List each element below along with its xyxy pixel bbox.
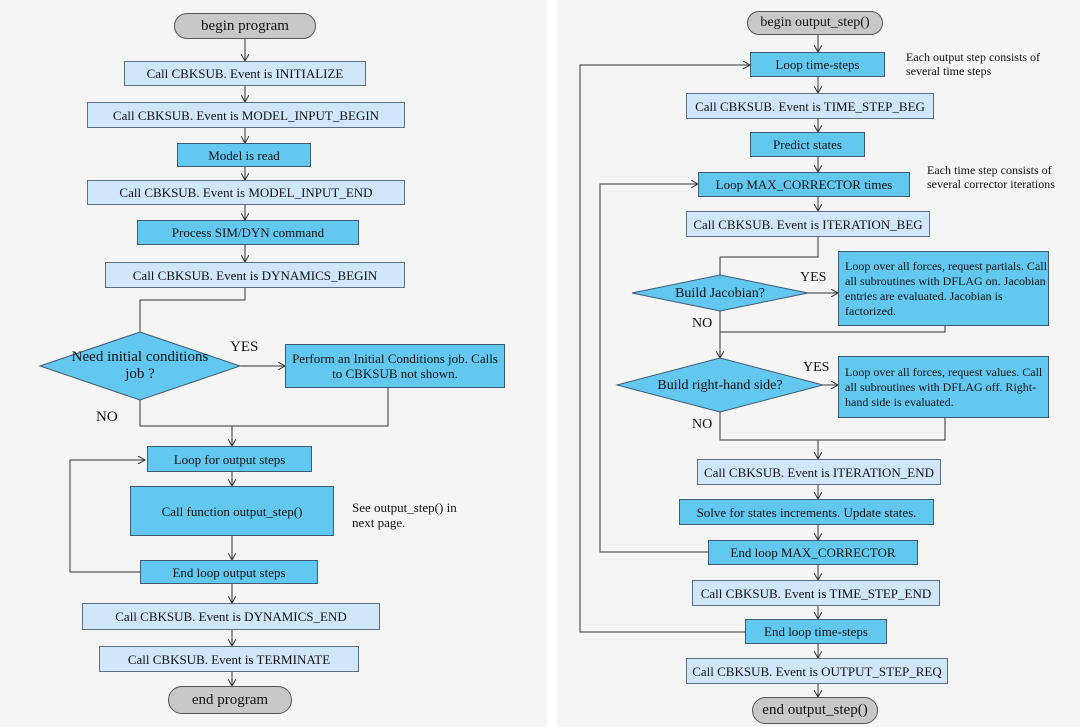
- solve-states-box: Solve for states increments. Update stat…: [679, 499, 934, 525]
- dynamics-end-box: Call CBKSUB. Event is DYNAMICS_END: [82, 603, 380, 630]
- begin-program-terminal: begin program: [174, 13, 316, 39]
- call-output-step-box: Call function output_step(): [130, 486, 334, 536]
- see-output-step-note: See output_step() in next page.: [352, 500, 457, 530]
- end-loop-max-corrector-box: End loop MAX_CORRECTOR: [708, 540, 918, 565]
- end-loop-time-steps-box: End loop time-steps: [745, 619, 887, 644]
- loop-max-corrector-box: Loop MAX_CORRECTOR times: [698, 172, 910, 197]
- decision-initial-conditions: [38, 331, 242, 401]
- iteration-end-box: Call CBKSUB. Event is ITERATION_END: [697, 459, 941, 485]
- output-step-note: Each output step consists of several tim…: [906, 50, 1040, 78]
- yes-label-left: YES: [230, 339, 259, 355]
- time-step-end-box: Call CBKSUB. Event is TIME_STEP_END: [692, 580, 940, 606]
- yes-label-jacobian: YES: [800, 270, 827, 285]
- end-loop-output-steps-box: End loop output steps: [140, 560, 318, 584]
- loop-time-steps-box: Loop time-steps: [750, 52, 885, 77]
- end-program-terminal: end program: [168, 686, 292, 714]
- decision-build-jacobian-label: Build Jacobian?: [675, 285, 765, 301]
- model-is-read-box: Model is read: [177, 143, 311, 167]
- model-input-end-box: Call CBKSUB. Event is MODEL_INPUT_END: [87, 180, 405, 205]
- output-step-req-box: Call CBKSUB. Event is OUTPUT_STEP_REQ: [686, 658, 948, 684]
- no-label-jacobian: NO: [692, 316, 713, 331]
- initialize-box: Call CBKSUB. Event is INITIALIZE: [124, 61, 366, 86]
- iteration-beg-box: Call CBKSUB. Event is ITERATION_BEG: [686, 211, 930, 237]
- yes-label-rhs: YES: [803, 360, 830, 375]
- initial-conditions-job-box: Perform an Initial Conditions job. Calls…: [285, 344, 505, 388]
- time-step-note: Each time step consists of several corre…: [927, 163, 1055, 191]
- time-step-beg-box: Call CBKSUB. Event is TIME_STEP_BEG: [686, 93, 934, 119]
- decision-build-rhs: [615, 357, 825, 413]
- no-label-rhs: NO: [692, 417, 713, 432]
- begin-output-step-terminal: begin output_step(): [747, 11, 883, 35]
- no-label-left: NO: [96, 409, 118, 425]
- model-input-begin-box: Call CBKSUB. Event is MODEL_INPUT_BEGIN: [87, 102, 405, 128]
- loop-output-steps-box: Loop for output steps: [147, 446, 312, 472]
- decision-initial-conditions-label: Need initial conditions job ?: [71, 349, 209, 382]
- end-output-step-terminal: end output_step(): [752, 697, 878, 724]
- predict-states-box: Predict states: [750, 132, 865, 157]
- terminate-box: Call CBKSUB. Event is TERMINATE: [99, 646, 359, 672]
- rhs-action-box: Loop over all forces, request values. Ca…: [838, 356, 1049, 418]
- dynamics-begin-box: Call CBKSUB. Event is DYNAMICS_BEGIN: [105, 262, 405, 288]
- decision-build-jacobian: [631, 274, 809, 312]
- decision-build-rhs-label: Build right-hand side?: [657, 377, 783, 393]
- jacobian-action-box: Loop over all forces, request partials. …: [838, 251, 1049, 326]
- process-sim-dyn-box: Process SIM/DYN command: [137, 220, 359, 245]
